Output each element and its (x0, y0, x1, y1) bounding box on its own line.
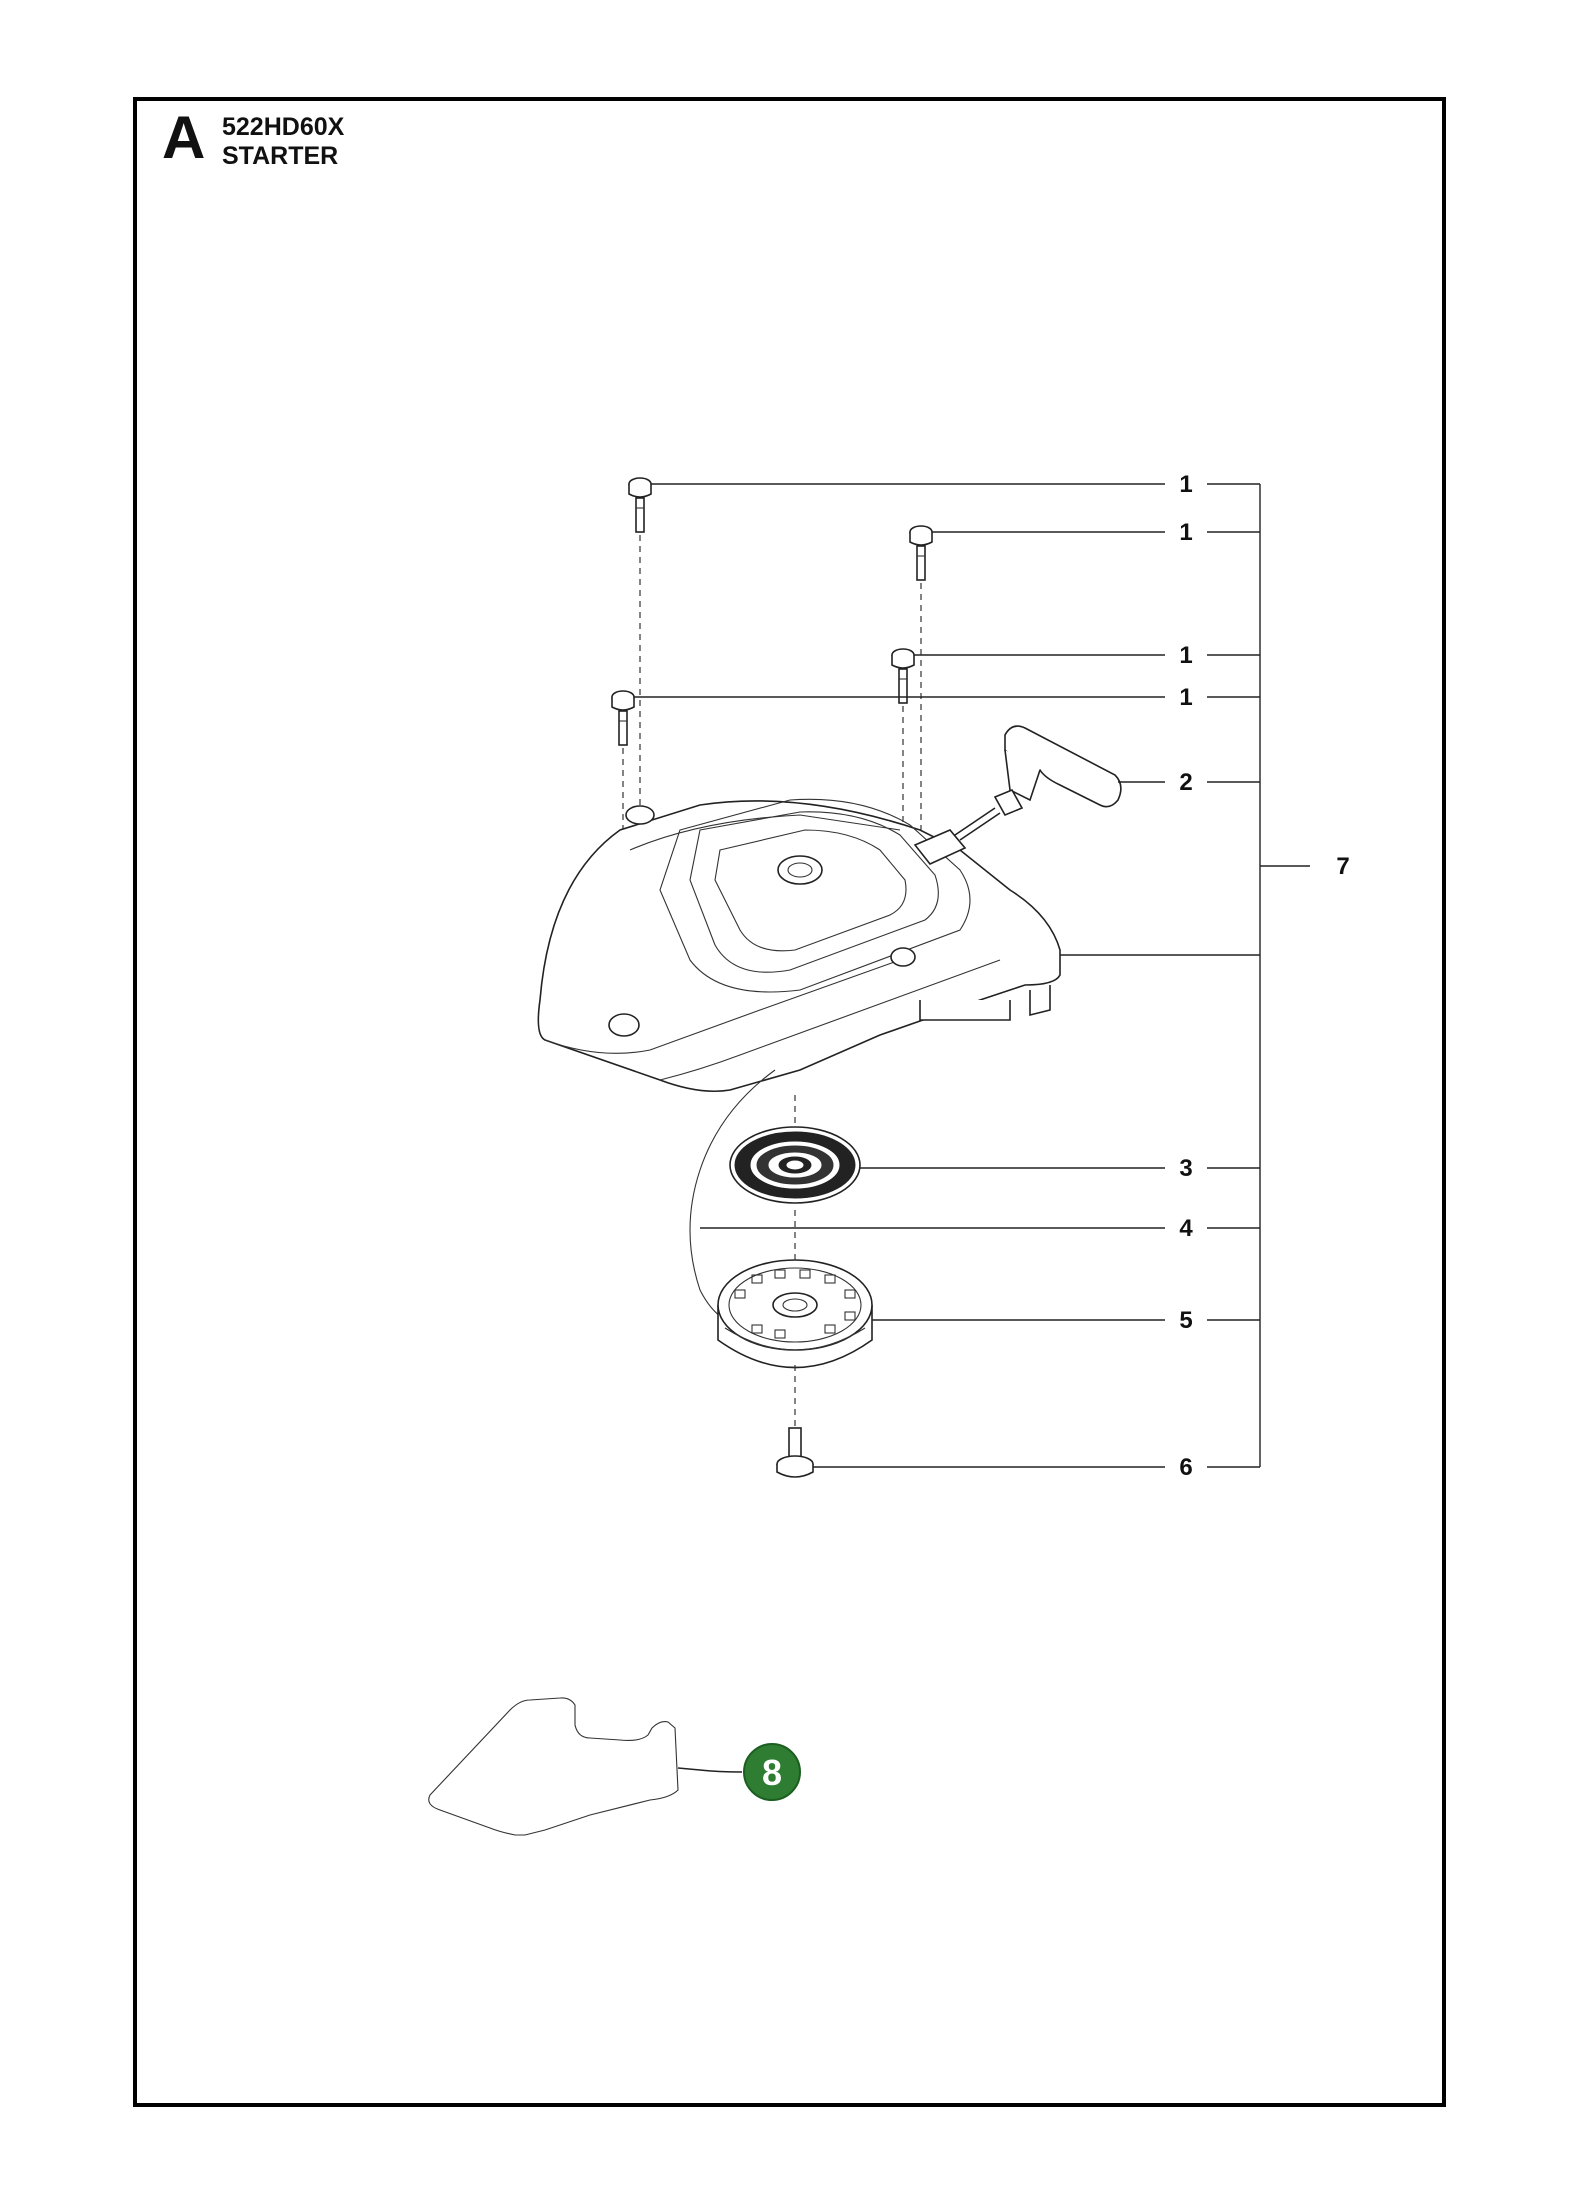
screw-1b-icon (909, 525, 933, 950)
callout-8: 8 (762, 1752, 782, 1793)
starter-handle-icon (954, 725, 1122, 841)
rope-pulley-icon (717, 1210, 873, 1430)
model-number: 522HD60X (222, 113, 345, 141)
screw-1c-icon (891, 648, 915, 955)
starter-cord-icon (689, 1069, 776, 1321)
callout-7: 7 (1336, 853, 1349, 880)
callout-4: 4 (1179, 1215, 1193, 1242)
decal-callout-badge: 8 (743, 1743, 801, 1801)
section-title: STARTER (222, 142, 339, 170)
callout-5: 5 (1179, 1307, 1192, 1334)
section-letter: A (162, 104, 206, 171)
callout-3: 3 (1179, 1155, 1192, 1182)
callout-2: 2 (1179, 769, 1192, 796)
page-frame (133, 97, 1446, 2107)
callout-1a: 1 (1179, 471, 1192, 498)
center-screw-icon (776, 1427, 814, 1478)
decal-sticker-icon (428, 1697, 679, 1836)
starter-housing-icon (537, 798, 1061, 1093)
callout-1b: 1 (1179, 519, 1192, 546)
callout-1d: 1 (1179, 684, 1192, 711)
recoil-spring-icon (729, 1126, 861, 1204)
callout-1c: 1 (1179, 642, 1192, 669)
callout-6: 6 (1179, 1454, 1192, 1481)
leader-lines (634, 483, 1310, 1773)
screw-1a-icon (628, 477, 652, 810)
